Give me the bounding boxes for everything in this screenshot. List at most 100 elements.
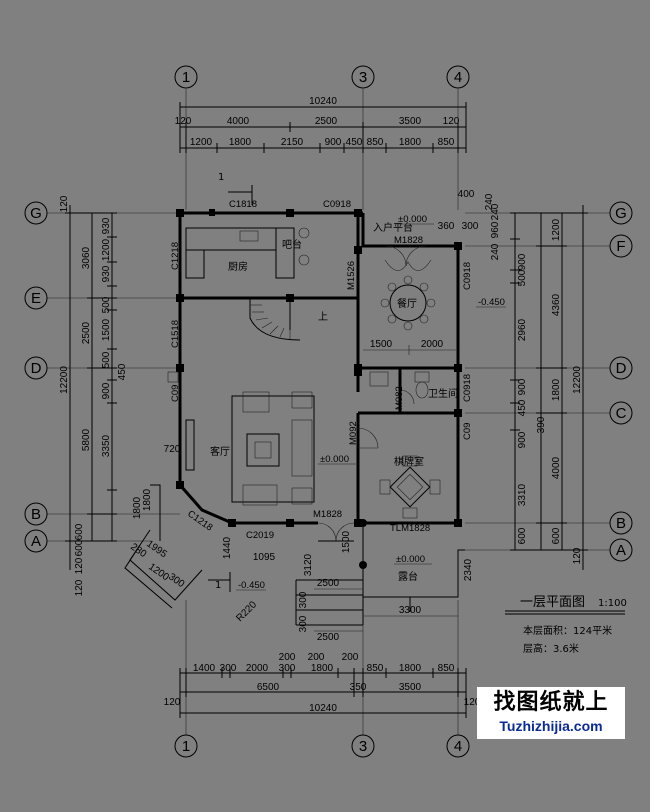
code-m1828-b: M1828: [313, 509, 342, 520]
dim-left-c3-8: 3350: [101, 434, 112, 457]
dim-left-c3-0: 930: [101, 217, 112, 234]
dim-2500b: 2500: [317, 632, 340, 643]
code-c0918-c: C0918: [462, 374, 473, 402]
axis-right-B: B: [616, 515, 626, 532]
dim-bot-total: 10240: [309, 703, 337, 714]
axis-left-D: D: [31, 360, 42, 377]
axis-right-G: G: [615, 205, 627, 222]
code-m1526: M1526: [346, 261, 357, 290]
level-entry: ±0.000: [398, 214, 427, 225]
right-dimensions: 12200 1200 4360 1800 4000 600 120 960 24…: [438, 189, 588, 570]
dim-left-c3-3: 500: [101, 296, 112, 313]
dim-right-c2-4: 600: [551, 527, 562, 544]
dim-top-r3-0: 1200: [190, 137, 213, 148]
dim-bot-r1-7: 850: [438, 663, 455, 674]
dim-right-c2-0: 1200: [551, 218, 562, 241]
dim-right-c3-10: 600: [517, 527, 528, 544]
dim-right-outer: 12200: [572, 366, 583, 394]
misc-dimension-lines: [314, 345, 458, 632]
dim-1500b: 1500: [341, 530, 352, 553]
room-bar: 吧台: [282, 238, 302, 251]
dim-bot-left-end: 120: [164, 697, 181, 708]
axis-bottom-4: 4: [454, 738, 462, 755]
dim-left-c3-4: 1500: [101, 318, 112, 341]
dim-left-c3-2: 930: [101, 265, 112, 282]
level-living: ±0.000: [320, 454, 349, 465]
dim-right-c3-0: 960: [490, 221, 501, 238]
dim-top-r3-2: 2150: [281, 137, 304, 148]
toilet-fixtures: [369, 371, 430, 399]
dim-top-r2-1: 4000: [227, 116, 250, 127]
staircase: 上: [249, 298, 328, 341]
code-c09-b: C09: [462, 423, 473, 440]
level-markers: [236, 223, 506, 591]
dim-right-c2-1: 4360: [551, 293, 562, 316]
level-dining-low: -0.450: [478, 297, 505, 308]
room-kitchen: 厨房: [228, 260, 248, 273]
code-c1818: C1818: [229, 199, 257, 210]
plan-area: 本层面积：124平米: [523, 624, 612, 637]
dim-top-r3-3: 900: [325, 137, 342, 148]
dim-top-r3-5: 850: [367, 137, 384, 148]
dim-left-c2-1: 2500: [81, 321, 92, 344]
section-label-1b: 1: [215, 580, 221, 591]
dim-120: 120: [74, 579, 85, 596]
dim-right-c2-2: 1800: [551, 378, 562, 401]
dining-table: [380, 259, 436, 331]
code-m082: M082: [394, 386, 405, 410]
dim-1500: 1500: [370, 339, 393, 350]
dim-right-c3-8: 900: [517, 431, 528, 448]
dim-bot-r1-5: 850: [367, 663, 384, 674]
dim-bot-r1-1: 300: [220, 663, 237, 674]
dim-1095: 1095: [253, 552, 276, 563]
dim-300a: 300: [298, 591, 309, 608]
dim-1995: 1995: [144, 538, 169, 560]
code-c1518: C1518: [170, 320, 181, 348]
axis-right-F: F: [616, 238, 625, 255]
dim-top-r2-4: 120: [443, 116, 460, 127]
dim-bot-r2-2: 3500: [399, 682, 422, 693]
dim-right-c3-1: 240: [490, 243, 501, 260]
dim-bot-r1-6: 1800: [399, 663, 422, 674]
dim-right-c3-4: 2960: [517, 318, 528, 341]
dim-top-r3-4: 450: [346, 137, 363, 148]
dim-r220: R220: [234, 599, 259, 624]
dim-right-top-0: 400: [458, 189, 475, 200]
dim-left-c3-1: 1200: [101, 238, 112, 261]
dim-left-c3-10: 600: [74, 539, 85, 556]
axis-bottom-3: 3: [359, 738, 367, 755]
dim-1440: 1440: [222, 536, 233, 559]
walls: [178, 211, 460, 525]
plan-scale: 1:100: [598, 598, 627, 609]
dim-right-c3-6: 450: [517, 399, 528, 416]
dim-bot-right-end: 120: [464, 697, 481, 708]
dim-left-c3-9: 1800: [142, 488, 153, 511]
dim-left-c2-0: 3060: [81, 246, 92, 269]
dim-left-outer: 12200: [59, 366, 70, 394]
axis-bottom-1: 1: [182, 738, 190, 755]
dim-3120: 3120: [303, 553, 314, 576]
level-outside: -0.450: [238, 580, 265, 591]
dim-left-c3-11: 120: [74, 557, 85, 574]
dim-top-r2-2: 2500: [315, 116, 338, 127]
room-terrace: 露台: [398, 570, 418, 583]
code-c0918-a: C0918: [323, 199, 351, 210]
dim-300b: 300: [298, 615, 309, 632]
watermark-en: Tuzhizhijia.com: [499, 718, 603, 734]
dim-left-c3-5: 500: [101, 351, 112, 368]
axis-top-3: 3: [359, 69, 367, 86]
watermark-cn: 找图纸就上: [493, 690, 609, 715]
level-terrace: ±0.000: [396, 554, 425, 565]
dim-2340: 2340: [463, 558, 474, 581]
stair-up-label: 上: [318, 311, 328, 323]
axis-left-G: G: [30, 205, 42, 222]
dim-left-c3-6: 450: [117, 363, 128, 380]
dim-right-top-3: 300: [462, 221, 479, 232]
top-dimensions: 10240 120 4000 2500 3500 120 1200 1800 2…: [175, 96, 467, 153]
axis-right-D: D: [616, 360, 627, 377]
dim-right-c3-2: 900: [517, 253, 528, 270]
dim-bot-r2-0: 6500: [257, 682, 280, 693]
left-dimensions: 12200 3060 2500 5800 930 1200 930 500 15…: [59, 195, 153, 574]
dim-left-c2-2: 5800: [81, 428, 92, 451]
mahjong-table: [379, 455, 441, 519]
